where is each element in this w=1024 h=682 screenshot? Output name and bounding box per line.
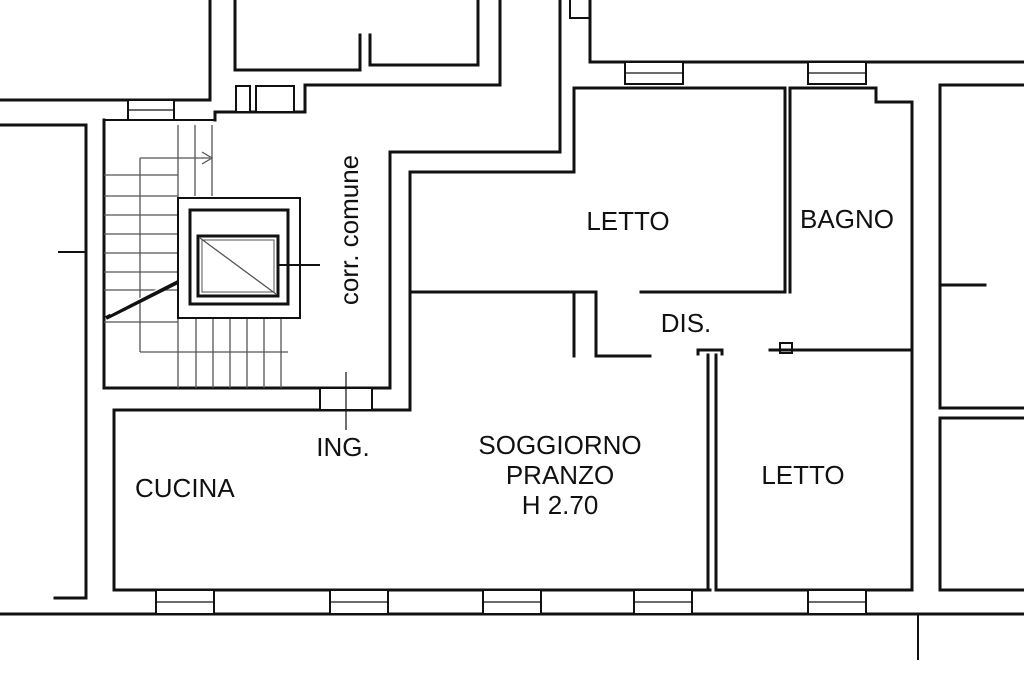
label-pranzo: PRANZO <box>506 460 614 490</box>
staircase <box>104 125 320 388</box>
label-letto-top: LETTO <box>586 206 669 236</box>
room-labels: LETTO BAGNO DIS. corr. comune ING. SOGGI… <box>135 155 894 520</box>
label-cucina: CUCINA <box>135 473 235 503</box>
window-top-2 <box>807 61 867 85</box>
small-shaft <box>235 85 251 113</box>
window-bottom-4 <box>633 589 693 615</box>
entrance-door <box>319 372 373 430</box>
label-letto-bottom: LETTO <box>761 460 844 490</box>
apartment-walls <box>102 0 914 592</box>
window-top-1 <box>624 61 684 85</box>
window-bottom-3 <box>482 589 542 615</box>
label-dis: DIS. <box>661 308 712 338</box>
label-ing: ING. <box>316 432 369 462</box>
label-soggiorno: SOGGIORNO <box>478 430 641 460</box>
window-stair <box>127 99 175 121</box>
window-bottom-1 <box>155 589 215 615</box>
window-bottom-2 <box>329 589 389 615</box>
label-height: H 2.70 <box>522 490 599 520</box>
small-duct <box>255 85 295 113</box>
windows <box>127 61 867 615</box>
label-bagno: BAGNO <box>800 204 894 234</box>
window-bottom-5 <box>807 589 867 615</box>
label-corridor: corr. comune <box>334 155 364 305</box>
